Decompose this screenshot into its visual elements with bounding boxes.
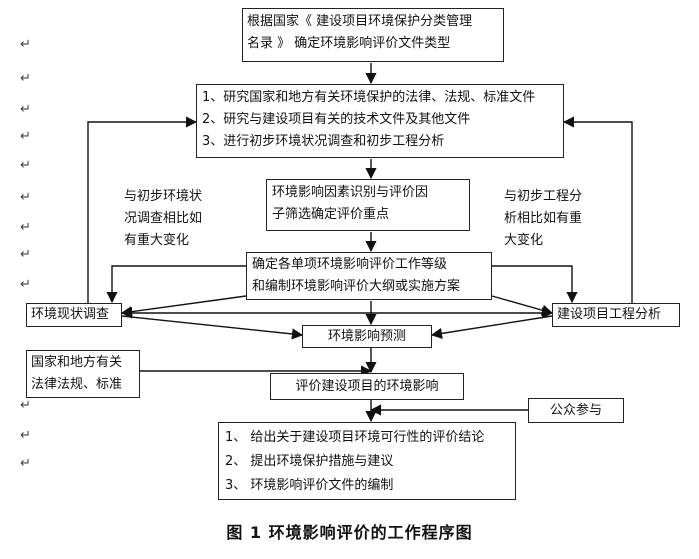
figure-caption: 图 1 环境影响评价的工作程序图: [226, 523, 473, 542]
public-participation-label: 公众参与: [549, 403, 602, 418]
note-right-line-3: 大变化: [504, 233, 544, 248]
note-right-line-2: 析相比如有重: [504, 211, 583, 226]
arrow-grade-to-engineering: [492, 265, 578, 304]
note-right-line-1: 与初步工程分: [504, 189, 583, 204]
arrow-status-back-to-research: [87, 116, 198, 304]
arrow-engineering-back-to-research: [562, 116, 633, 304]
note-left-environment-change: 与初步环境状 况调查相比如 有重大变化: [124, 186, 202, 252]
para-mark-8: ↵: [20, 247, 31, 262]
laws-line-1: 国家和地方有关: [31, 355, 123, 370]
catalog-line-1: 根据国家《 建设项目环境保护分类管理: [247, 14, 473, 29]
catalog-line-2: 名录 》 确定环境影响评价文件类型: [247, 36, 451, 51]
grade-node: 确定各单项环境影响评价工作等级 和编制环境影响评价大纲或实施方案: [246, 252, 492, 300]
conclusions-line-3: 3、 环境影响评价文件的编制: [225, 478, 394, 493]
conclusions-line-2: 2、 提出环境保护措施与建议: [225, 454, 394, 469]
para-mark-11: ↵: [20, 428, 31, 443]
conclusions-line-1: 1、 给出关于建设项目环境可行性的评价结论: [225, 430, 485, 445]
grade-line-1: 确定各单项环境影响评价工作等级: [252, 257, 448, 272]
grade-line-2: 和编制环境影响评价大纲或实施方案: [252, 279, 461, 294]
predict-node: 环境影响预测: [302, 325, 432, 348]
factors-line-1: 环境影响因素识别与评价因: [272, 185, 429, 200]
status-survey-label: 环境现状调查: [31, 307, 110, 322]
catalog-node: 根据国家《 建设项目环境保护分类管理 名录 》 确定环境影响评价文件类型: [242, 8, 504, 62]
para-mark-9: ↵: [20, 277, 31, 292]
status-survey-node: 环境现状调查: [26, 303, 122, 327]
note-right-engineering-change: 与初步工程分 析相比如有重 大变化: [504, 186, 582, 252]
conclusions-node: 1、 给出关于建设项目环境可行性的评价结论 2、 提出环境保护措施与建议 3、 …: [218, 422, 516, 500]
note-left-line-1: 与初步环境状: [124, 189, 203, 204]
laws-node: 国家和地方有关 法律法规、标准: [26, 350, 140, 398]
factors-line-2: 子筛选确定评价重点: [272, 207, 390, 222]
engineering-analysis-label: 建设项目工程分析: [557, 307, 662, 322]
para-mark-6: ↵: [20, 190, 31, 205]
arrow-status-to-predict: [121, 315, 304, 340]
assess-label: 评价建设项目的环境影响: [295, 379, 439, 394]
para-mark-4: ↵: [20, 129, 31, 144]
arrow-grade-to-status-lower: [120, 295, 247, 318]
note-left-line-2: 况调查相比如: [124, 211, 203, 226]
public-participation-node: 公众参与: [528, 398, 624, 423]
laws-line-2: 法律法规、标准: [31, 377, 123, 392]
para-mark-12: ↵: [20, 456, 31, 471]
predict-label: 环境影响预测: [327, 329, 406, 344]
para-mark-10: ↵: [20, 398, 31, 413]
para-mark-2: ↵: [20, 71, 31, 86]
engineering-analysis-node: 建设项目工程分析: [552, 303, 680, 327]
arrow-engineering-to-predict: [430, 315, 553, 339]
para-mark-1: ↵: [20, 37, 31, 52]
note-left-line-3: 有重大变化: [124, 233, 190, 248]
research-line-2: 2、研究与建设项目有关的技术文件及其他文件: [202, 112, 471, 127]
research-node: 1、研究国家和地方有关环境保护的法律、法规、标准文件 2、研究与建设项目有关的技…: [196, 84, 564, 158]
factors-node: 环境影响因素识别与评价因 子筛选确定评价重点: [266, 179, 470, 231]
research-line-3: 3、进行初步环境状况调查和初步工程分析: [202, 134, 445, 149]
para-mark-7: ↵: [20, 220, 31, 235]
arrow-grade-to-engineering-lower: [491, 295, 554, 316]
assess-node: 评价建设项目的环境影响: [270, 373, 464, 400]
para-mark-5: ↵: [20, 158, 31, 173]
research-line-1: 1、研究国家和地方有关环境保护的法律、法规、标准文件: [202, 90, 536, 105]
para-mark-3: ↵: [20, 102, 31, 117]
arrow-grade-to-status: [106, 265, 246, 304]
